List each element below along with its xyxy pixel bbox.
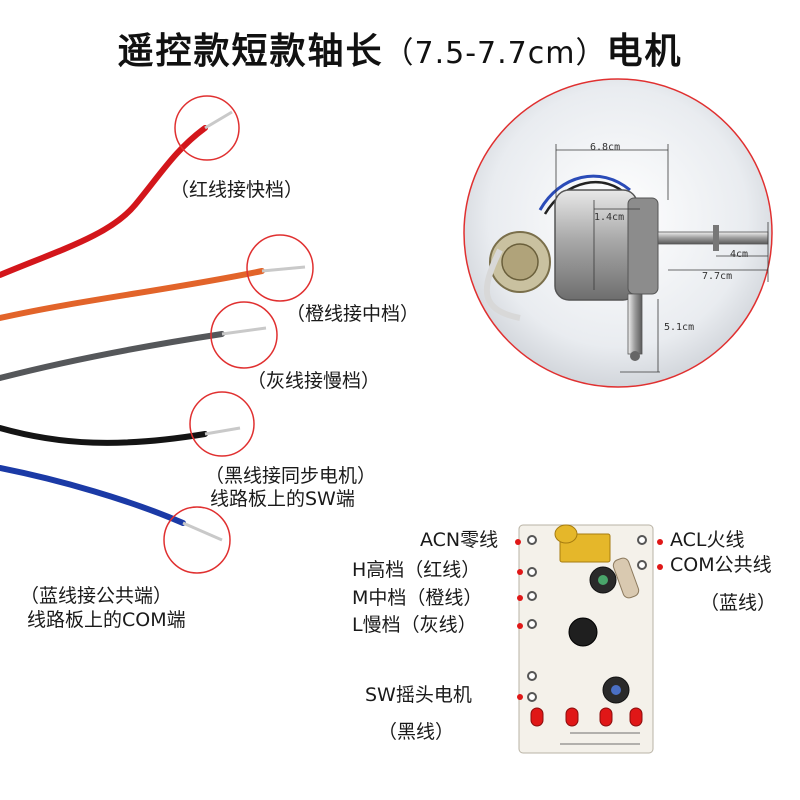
- title-spec: 7.5-7.7cm: [414, 36, 576, 71]
- label-blue-wire-line2: 线路板上的COM端: [27, 609, 186, 631]
- label-gray-wire: （灰线接慢档）: [247, 370, 381, 392]
- dimension-lines: [555, 144, 769, 373]
- title-paren-open: （: [383, 36, 415, 71]
- pcb-label-h: H高档（红线）: [352, 559, 481, 581]
- pcb-label-sw: SW摇头电机: [365, 684, 472, 706]
- label-red-wire: （红线接快档）: [170, 179, 304, 201]
- wire-end-highlight-red: [174, 95, 240, 161]
- pcb-label-acn: ACN零线: [420, 529, 499, 551]
- label-blue-wire-line1: （蓝线接公共端）: [20, 585, 173, 607]
- wire-orange: [0, 234, 314, 321]
- dim-lower-shaft: 5.1cm: [664, 322, 695, 333]
- pcb-board: [518, 524, 654, 754]
- wire-blue: [0, 465, 231, 574]
- pcb-label-com-color: （蓝线）: [700, 592, 777, 614]
- wire-end-highlight-blue: [163, 506, 231, 574]
- motor-illustration: [463, 78, 773, 388]
- title-suffix: 电机: [606, 31, 683, 72]
- dim-shaft-length: 7.7cm: [702, 271, 733, 282]
- pcb-label-com: COM公共线: [670, 554, 772, 576]
- dim-inner: 1.4cm: [594, 212, 625, 223]
- title-main: 遥控款短款轴长: [117, 31, 384, 72]
- label-black-wire-line1: （黑线接同步电机）: [205, 465, 377, 487]
- wire-red: [0, 95, 240, 278]
- dim-shaft-tip: 4cm: [730, 249, 749, 260]
- pcb-label-acl: ACL火线: [670, 529, 745, 551]
- page-title: 遥控款短款轴长（7.5-7.7cm）电机: [0, 22, 800, 74]
- pcb-label-l: L慢档（灰线）: [352, 614, 477, 636]
- title-paren-close: ）: [575, 36, 607, 71]
- wire-end-highlight-black: [189, 391, 255, 457]
- pcb-label-sw-color: （黑线）: [378, 721, 455, 743]
- label-black-wire-line2: 线路板上的SW端: [210, 488, 355, 510]
- wire-black: [0, 391, 255, 457]
- wire-gray: [0, 301, 278, 381]
- dim-width-total: 6.8cm: [590, 142, 621, 153]
- pcb-label-m: M中档（橙线）: [352, 587, 483, 609]
- wire-end-highlight-gray: [210, 301, 278, 369]
- label-orange-wire: （橙线接中档）: [286, 303, 420, 325]
- wire-end-highlight-orange: [246, 234, 314, 302]
